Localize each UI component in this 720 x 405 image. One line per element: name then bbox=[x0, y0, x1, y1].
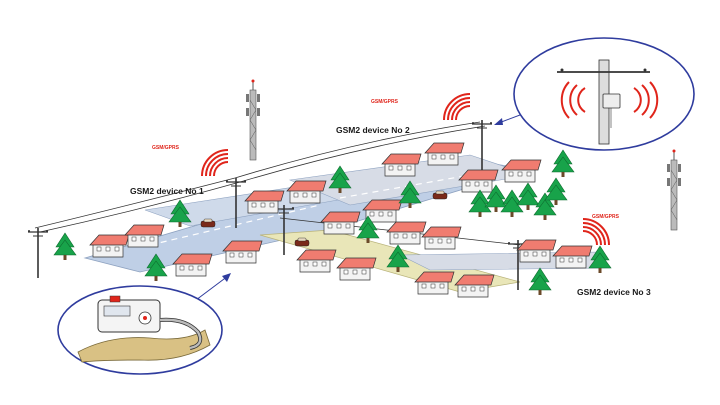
house-icon bbox=[222, 240, 263, 264]
house-icon bbox=[424, 142, 465, 166]
house-icon bbox=[381, 153, 422, 177]
house-icon bbox=[89, 234, 130, 258]
signal-wave-icon bbox=[443, 93, 471, 121]
radio-tower-icon bbox=[245, 79, 261, 161]
gas-meter-icon bbox=[97, 295, 203, 350]
device-label-1: GSM2 device No 1 bbox=[130, 186, 204, 196]
house-icon bbox=[501, 159, 542, 183]
signal-wave-icon bbox=[201, 149, 229, 177]
house-icon bbox=[320, 211, 361, 235]
signal-wave-icon bbox=[582, 218, 610, 246]
gsm-label-3: GSM/GPRS bbox=[592, 214, 620, 220]
utility-pole-icon bbox=[27, 227, 49, 279]
tree-icon bbox=[516, 182, 540, 211]
gsm-label-1: GSM/GPRS bbox=[152, 145, 180, 151]
house-icon bbox=[336, 257, 377, 281]
device-label-2: GSM2 device No 2 bbox=[336, 125, 410, 135]
house-icon bbox=[458, 169, 499, 193]
house-icon bbox=[296, 249, 337, 273]
gsm-device-icon bbox=[602, 93, 621, 109]
device-callout bbox=[494, 37, 695, 151]
radio-tower-icon bbox=[666, 149, 682, 231]
house-icon bbox=[244, 190, 285, 214]
house-icon bbox=[124, 224, 165, 248]
tree-icon bbox=[528, 267, 552, 296]
tree-icon bbox=[53, 232, 77, 261]
signal-wave-icon bbox=[560, 81, 659, 119]
house-icon bbox=[386, 221, 427, 245]
gsm-label-2: GSM/GPRS bbox=[371, 99, 399, 105]
device-label-3: GSM2 device No 3 bbox=[577, 287, 651, 297]
house-icon bbox=[414, 271, 455, 295]
house-icon bbox=[421, 226, 462, 250]
meter-callout bbox=[57, 273, 231, 375]
tree-icon bbox=[551, 149, 575, 178]
house-icon bbox=[172, 253, 213, 277]
house-icon bbox=[286, 180, 327, 204]
house-icon bbox=[552, 245, 593, 269]
tree-icon bbox=[588, 245, 612, 274]
house-icon bbox=[454, 274, 495, 298]
house-icon bbox=[516, 239, 557, 263]
